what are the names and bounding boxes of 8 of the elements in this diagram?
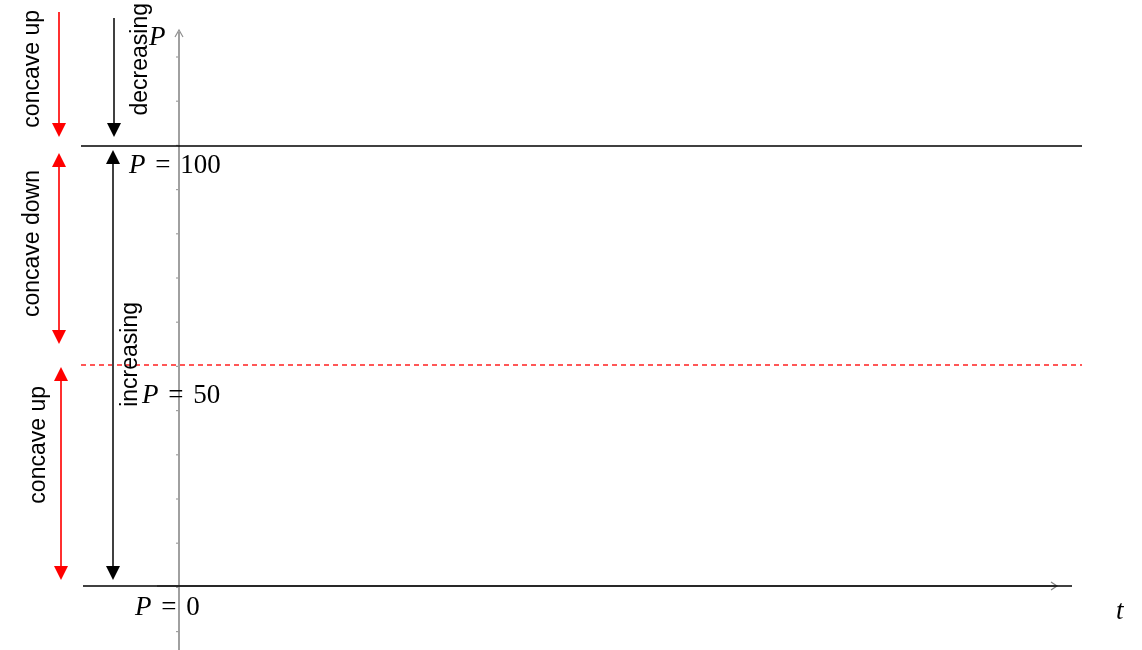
range-label: increasing xyxy=(117,302,143,407)
range-label: concave up xyxy=(25,386,51,504)
line-label: P = 0 xyxy=(135,592,200,622)
line-label: P = 100 xyxy=(129,150,221,180)
line-label: P = 50 xyxy=(142,380,221,410)
range-label: concave up xyxy=(19,10,45,128)
axis-label: t xyxy=(1116,596,1124,626)
range-label: concave down xyxy=(19,170,45,318)
